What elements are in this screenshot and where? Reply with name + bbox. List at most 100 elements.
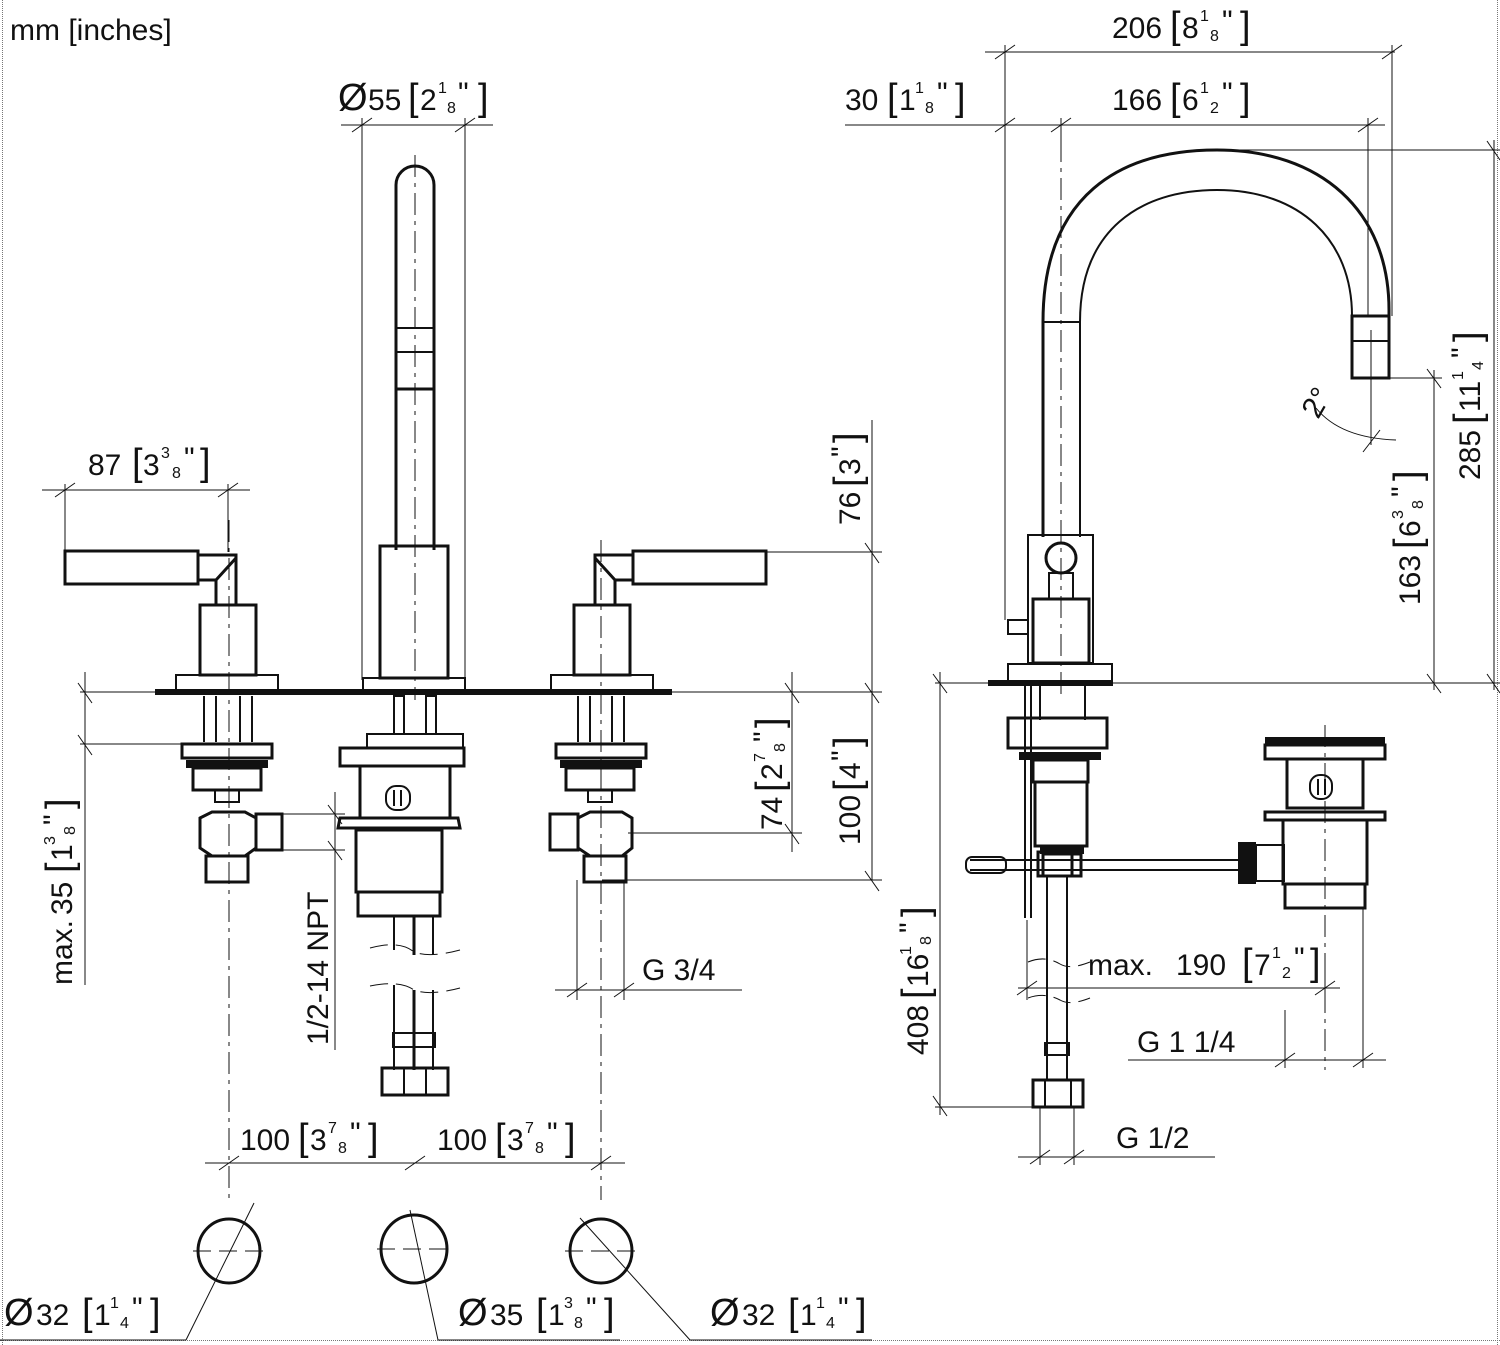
svg-text:]: ] [856,1292,867,1334]
svg-text:2: 2 [1210,100,1219,117]
svg-text:74: 74 [756,797,789,830]
svg-text:]: ] [368,1117,379,1159]
dim-hole-center: Ø 35 [ 1 3 8 " ] [458,1292,615,1334]
svg-text:32: 32 [36,1299,69,1332]
svg-text:]: ] [39,798,81,809]
svg-text:100: 100 [437,1124,487,1157]
svg-text:8: 8 [535,1140,544,1157]
svg-text:8: 8 [1182,12,1199,45]
svg-text:]: ] [827,736,869,747]
dim-outlet-height: 163 [ 6 3 8 " ] [1386,470,1429,605]
svg-text:11: 11 [1454,381,1487,412]
svg-text:]: ] [955,77,966,119]
svg-text:]: ] [827,432,869,443]
svg-text:3: 3 [143,449,160,482]
dim-spout-diameter: Ø 55 [ 2 1 8 " ] [338,77,489,119]
svg-text:1: 1 [899,84,916,117]
svg-text:76: 76 [834,492,867,525]
svg-text:]: ] [1387,470,1429,481]
svg-text:6: 6 [1182,84,1199,117]
units-label: mm [inches] [10,14,172,47]
svg-text:7: 7 [752,753,769,762]
dim-back-offset: 30 [ 1 1 8 " ] [845,77,966,119]
svg-text:3: 3 [564,1295,573,1312]
svg-text:[: [ [1447,413,1489,424]
label-thread-supply: G 1/2 [1116,1122,1189,1155]
svg-text:8: 8 [172,465,181,482]
front-view: Ø 55 [ 2 1 8 " ] 87 [ 3 3 8 " ] [0,77,882,1341]
dim-max-deck-thickness: max. 35 [ 1 3 8 " ] [38,798,81,985]
mounting-hole-left [185,1202,265,1341]
svg-text:408: 408 [902,1005,935,1055]
svg-text:": " [547,1117,558,1150]
svg-text:8: 8 [574,1315,583,1332]
svg-text:4: 4 [834,762,867,779]
svg-text:8: 8 [447,100,456,117]
svg-text:1: 1 [1200,8,1209,25]
svg-text:3: 3 [507,1124,524,1157]
svg-text:7: 7 [328,1120,337,1137]
dim-hole-left: Ø 32 [ 1 1 4 " ] [4,1292,161,1334]
svg-text:8: 8 [338,1140,347,1157]
svg-text:]: ] [1447,331,1489,342]
svg-text:": " [826,750,859,761]
svg-text:3: 3 [310,1124,327,1157]
svg-text:]: ] [478,77,489,119]
svg-text:2: 2 [420,84,437,117]
svg-text:[: [ [788,1292,799,1334]
svg-text:1: 1 [1450,371,1467,380]
svg-text:163: 163 [1394,555,1427,605]
dim-spacing-left: 100 [ 3 7 8 " ] [240,1117,379,1159]
svg-text:8: 8 [772,743,789,752]
svg-text:[: [ [495,1117,506,1159]
svg-text:Ø: Ø [458,1292,488,1334]
svg-text:max.: max. [1088,949,1153,982]
dim-overall-reach: 206 [ 8 1 8 " ] [1112,5,1251,47]
svg-text:1: 1 [94,1299,111,1332]
svg-text:]: ] [565,1117,576,1159]
svg-text:[: [ [887,77,898,119]
dim-drain-offset: max. 190 [ 7 1 2 " ] [1088,942,1321,984]
svg-text:[: [ [1387,538,1429,549]
svg-text:285: 285 [1454,430,1487,480]
dim-overall-height: 285 [ 11 1 4 " ] [1446,331,1489,480]
svg-text:35: 35 [46,882,79,915]
svg-text:6: 6 [1394,520,1427,537]
svg-text:[: [ [827,780,869,791]
svg-text:]: ] [1240,5,1251,47]
dim-below-deck-length: 408 [ 16 1 8 " ] [894,906,937,1055]
dim-handle-reach: 87 [ 3 3 8 " ] [88,442,211,484]
svg-text:8: 8 [1210,28,1219,45]
svg-text:[: [ [132,442,143,484]
svg-text:4: 4 [1470,361,1487,370]
svg-text:8: 8 [918,936,935,945]
svg-text:[: [ [749,781,791,792]
svg-text:1: 1 [438,80,447,97]
svg-text:[: [ [408,77,419,119]
svg-text:7: 7 [1254,949,1271,982]
svg-text:1: 1 [1200,80,1209,97]
label-thread-drain: G 1 1/4 [1137,1026,1235,1059]
svg-text:": " [38,814,71,825]
svg-text:30: 30 [845,84,878,117]
svg-text:": " [350,1117,361,1150]
svg-text:": " [838,1292,849,1325]
svg-text:4: 4 [120,1315,129,1332]
svg-text:[: [ [827,476,869,487]
right-valve-handle [548,540,768,1200]
svg-text:Ø: Ø [710,1292,740,1334]
svg-text:1: 1 [46,844,79,861]
svg-text:[: [ [895,988,937,999]
svg-text:100: 100 [834,795,867,845]
svg-text:35: 35 [490,1299,523,1332]
side-view: 2° [845,5,1500,1165]
label-spout-angle: 2° [1295,382,1338,423]
svg-text:1: 1 [898,946,915,955]
svg-text:7: 7 [525,1120,534,1137]
pop-up-rod [965,850,1242,878]
center-spout [336,155,466,1097]
svg-text:1: 1 [548,1299,565,1332]
svg-text:3: 3 [42,836,59,845]
svg-text:8: 8 [925,100,934,117]
